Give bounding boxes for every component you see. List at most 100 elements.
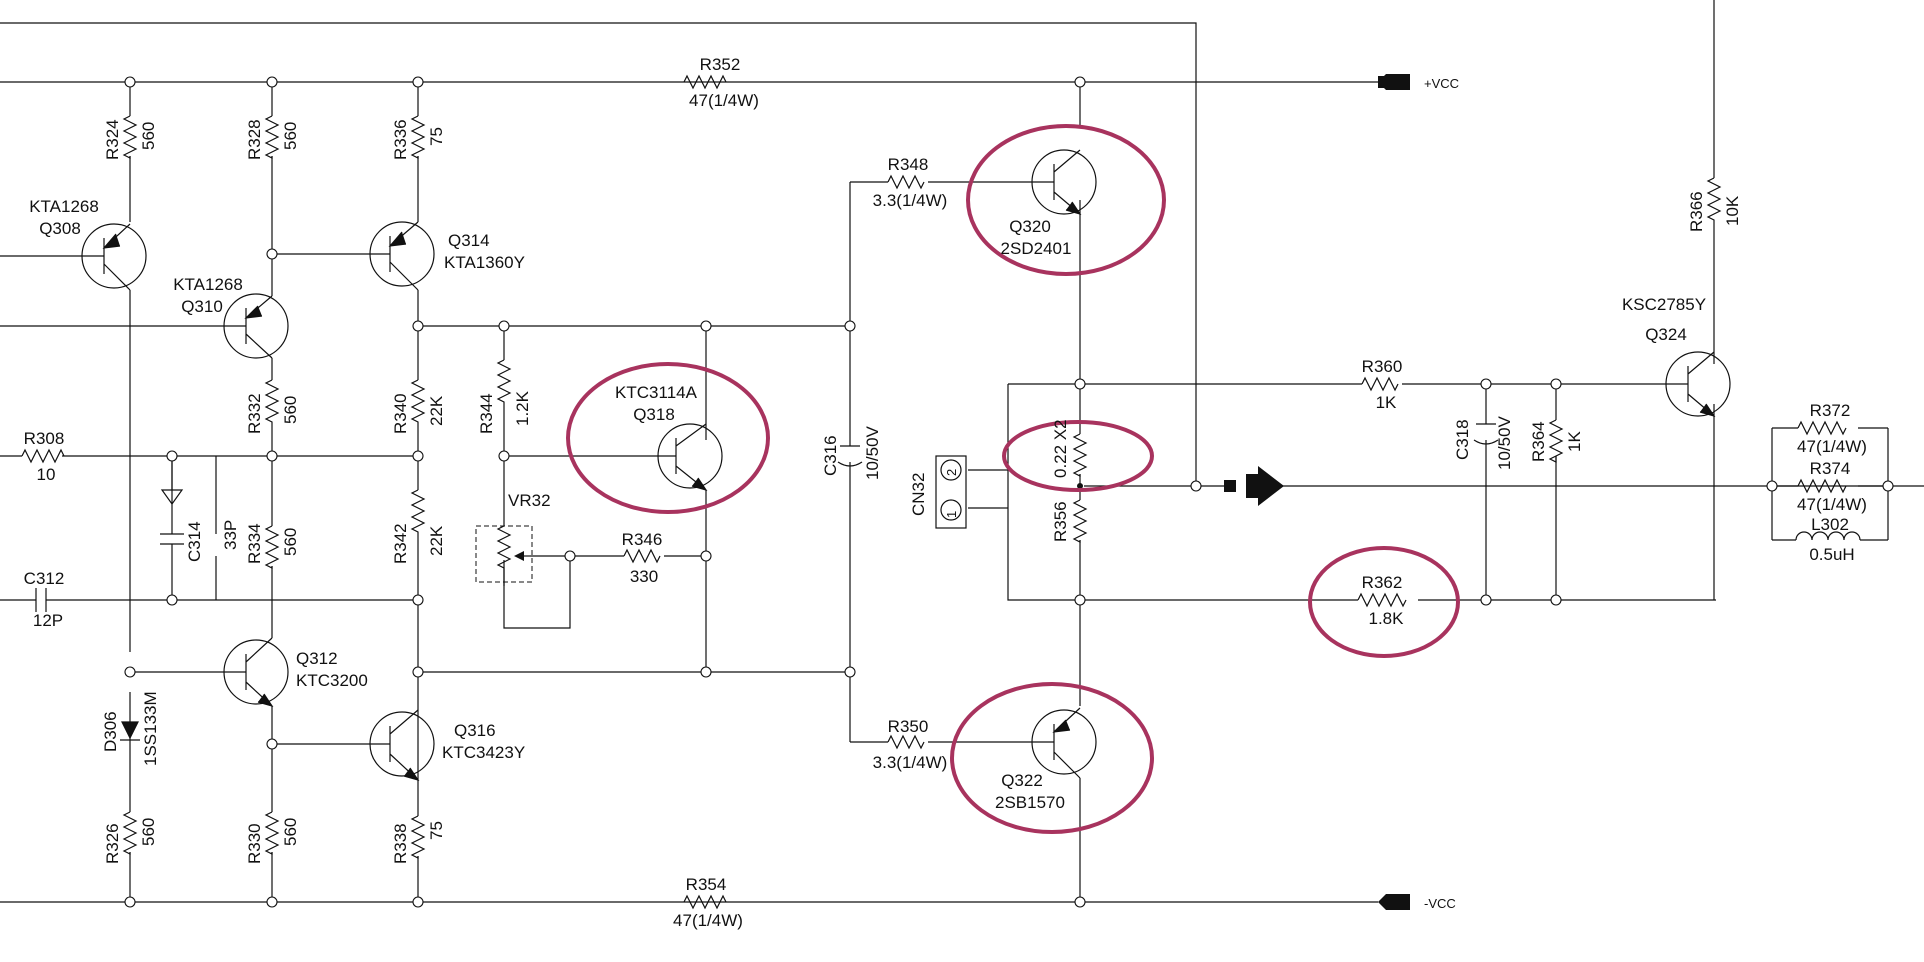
resistor-r326 xyxy=(122,811,138,855)
c312-ref: C312 xyxy=(24,569,65,588)
cn32-pin2: 2 xyxy=(944,469,959,476)
r352-value: 47(1/4W) xyxy=(689,91,759,110)
r360-value: 1K xyxy=(1376,393,1397,412)
q312-ref: Q312 xyxy=(296,649,338,668)
q310-part: KTA1268 xyxy=(173,275,243,294)
resistor-r366 xyxy=(1706,177,1722,232)
junctions xyxy=(124,76,1894,908)
resistor-r356b xyxy=(1072,499,1088,543)
transistor-q320-symbol xyxy=(1031,149,1097,216)
resistor-r372 xyxy=(1797,420,1847,436)
r354-value: 47(1/4W) xyxy=(673,911,743,930)
resistor-r348 xyxy=(887,174,925,190)
r348-value: 3.3(1/4W) xyxy=(873,191,948,210)
r326-value: 560 xyxy=(139,818,158,846)
r332-value: 560 xyxy=(281,396,300,424)
resistor-r334 xyxy=(264,525,280,569)
r340-ref: R340 xyxy=(391,393,410,434)
resistor-r344 xyxy=(496,359,512,416)
q310-ref: Q310 xyxy=(181,297,223,316)
q320-ref: Q320 xyxy=(1009,217,1051,236)
r340-value: 22K xyxy=(427,395,446,426)
highlight-r356 xyxy=(1002,420,1154,492)
resistor-r336 xyxy=(410,115,426,159)
resistor-r350 xyxy=(887,734,925,750)
r330-ref: R330 xyxy=(245,823,264,864)
r352-ref: R352 xyxy=(700,55,741,74)
q320-part: 2SD2401 xyxy=(1001,239,1072,258)
resistor-r356a xyxy=(1072,433,1088,477)
q314-part: KTA1360Y xyxy=(444,253,525,272)
resistor-r330 xyxy=(264,811,280,855)
r342-value: 22K xyxy=(427,525,446,556)
q314-ref: Q314 xyxy=(448,231,490,250)
r366-value: 10K xyxy=(1723,195,1742,226)
d306-part: 1SS133M xyxy=(141,691,160,766)
q312-part: KTC3200 xyxy=(296,671,368,690)
cn32-ref: CN32 xyxy=(909,473,928,516)
r372-ref: R372 xyxy=(1810,401,1851,420)
inductor-l302-symbol xyxy=(1795,531,1861,541)
r308-ref: R308 xyxy=(24,429,65,448)
r374-ref: R374 xyxy=(1810,459,1851,478)
capacitor-c312 xyxy=(35,588,47,612)
transistor-q322-symbol xyxy=(1031,707,1097,779)
r326-ref: R326 xyxy=(103,823,122,864)
r356-value: 0.22 X2 xyxy=(1051,419,1070,478)
ground-symbol xyxy=(160,456,184,506)
c316-value: 10/50V xyxy=(863,425,882,480)
q324-ref: Q324 xyxy=(1645,325,1687,344)
q322-part: 2SB1570 xyxy=(995,793,1065,812)
highlight-rings xyxy=(566,124,1460,834)
r332-ref: R332 xyxy=(245,393,264,434)
q322-ref: Q322 xyxy=(1001,771,1043,790)
r348-ref: R348 xyxy=(888,155,929,174)
q318-ref: Q318 xyxy=(633,405,675,424)
q316-part: KTC3423Y xyxy=(442,743,525,762)
r324-value: 560 xyxy=(139,122,158,150)
r356-ref: R356 xyxy=(1051,501,1070,542)
l302-ref: L302 xyxy=(1811,515,1849,534)
r346-ref: R346 xyxy=(622,530,663,549)
r308-value: 10 xyxy=(37,465,56,484)
r362-ref: R362 xyxy=(1362,573,1403,592)
q324-part: KSC2785Y xyxy=(1622,295,1706,314)
capacitor-c316 xyxy=(837,445,863,476)
resistor-r362 xyxy=(1357,592,1407,608)
labels: +VCC -VCC R352 47(1/4W) R354 47(1/4W) R3… xyxy=(24,55,1867,930)
resistor-r352 xyxy=(683,74,727,90)
resistor-r328 xyxy=(264,115,280,159)
capacitor-c314 xyxy=(160,490,184,600)
r328-value: 560 xyxy=(281,122,300,150)
resistor-r324 xyxy=(122,115,138,159)
resistor-r332 xyxy=(264,379,280,436)
r350-value: 3.3(1/4W) xyxy=(873,753,948,772)
r334-ref: R334 xyxy=(245,523,264,564)
r324-ref: R324 xyxy=(103,119,122,160)
r338-ref: R338 xyxy=(391,823,410,864)
resistor-r346 xyxy=(623,548,661,564)
c318-value: 10/50V xyxy=(1495,415,1514,470)
vcc-neg-label: -VCC xyxy=(1424,896,1456,911)
r366-ref: R366 xyxy=(1687,191,1706,232)
r372-value: 47(1/4W) xyxy=(1797,437,1867,456)
output-arrow-icon xyxy=(1224,466,1284,506)
resistor-r364 xyxy=(1548,419,1564,463)
cn32-pin1: 1 xyxy=(944,511,959,518)
r354-ref: R354 xyxy=(686,875,727,894)
highlight-r362 xyxy=(1308,546,1460,658)
transistor-q314-symbol xyxy=(369,221,435,291)
r364-ref: R364 xyxy=(1529,421,1548,462)
vr32-ref: VR32 xyxy=(508,491,551,510)
r336-ref: R336 xyxy=(391,119,410,160)
highlight-q318 xyxy=(566,362,770,514)
r344-ref: R344 xyxy=(477,393,496,434)
capacitor-c318 xyxy=(1473,423,1499,454)
r350-ref: R350 xyxy=(888,717,929,736)
r374-value: 47(1/4W) xyxy=(1797,495,1867,514)
r364-value: 1K xyxy=(1565,431,1584,452)
r362-value: 1.8K xyxy=(1369,609,1405,628)
highlight-q320 xyxy=(966,124,1166,276)
transistor-q324-symbol xyxy=(1665,351,1731,418)
